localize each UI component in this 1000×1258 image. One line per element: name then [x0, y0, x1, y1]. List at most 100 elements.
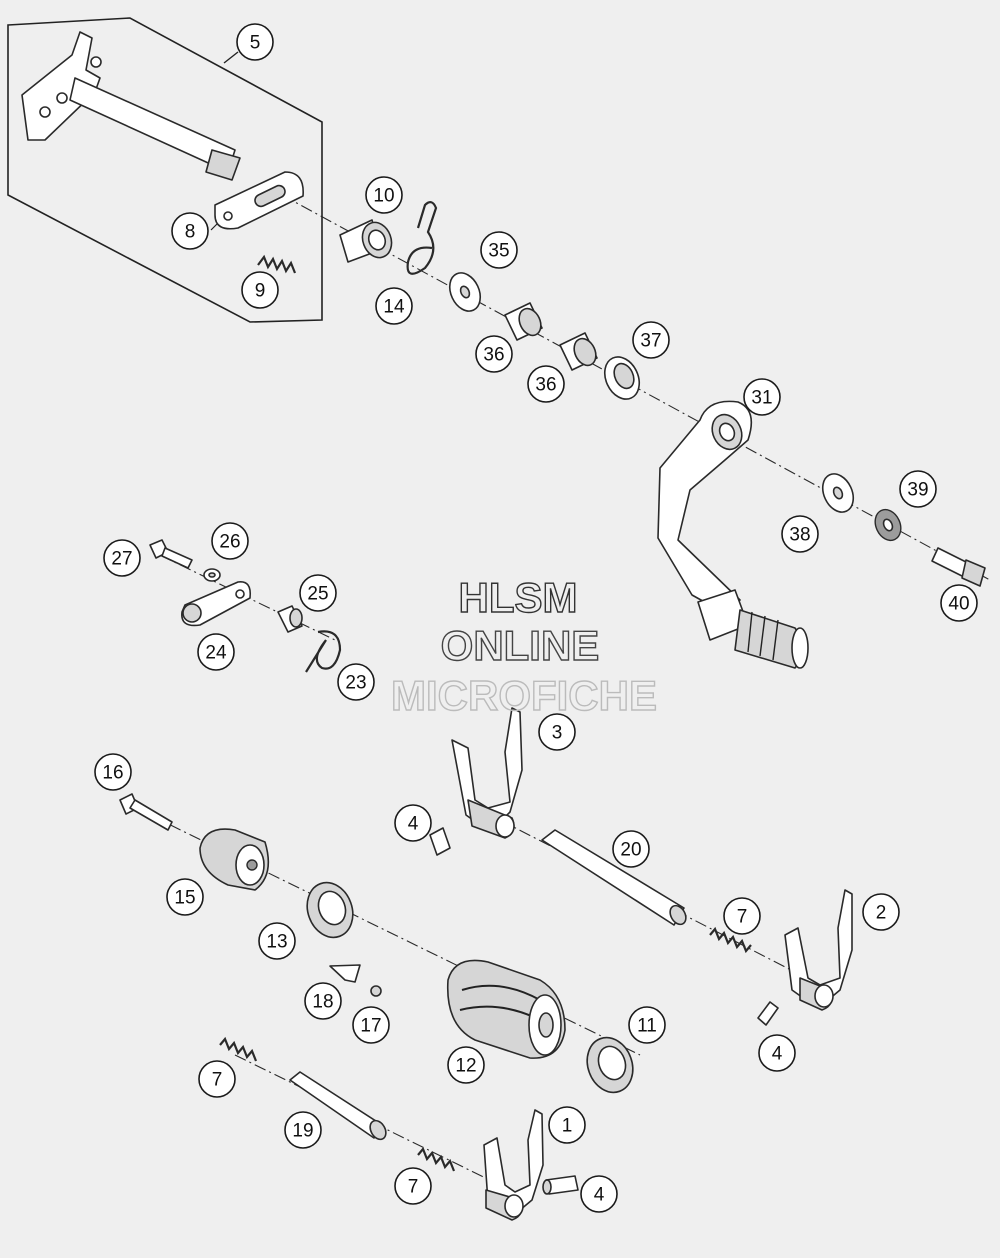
small-spring-part: [257, 254, 297, 274]
drum-seal-right-part: [586, 1036, 634, 1094]
callout-c36a: 36: [475, 335, 513, 373]
callout-circle: [862, 893, 900, 931]
callout-number: 26: [219, 532, 240, 553]
callout-number: 7: [408, 1177, 419, 1198]
callout-c7a: 7: [723, 897, 761, 935]
callout-circle: [197, 633, 235, 671]
callout-c10: 10: [365, 176, 403, 214]
fork-rail-upper-part: [541, 829, 687, 926]
needle-bearing-part: [504, 302, 598, 371]
callout-c14: 14: [375, 287, 413, 325]
callout-c4b: 4: [758, 1034, 796, 1072]
callout-number: 4: [772, 1044, 783, 1065]
callout-c26: 26: [211, 522, 249, 560]
callout-circle: [365, 176, 403, 214]
callout-circle: [899, 470, 937, 508]
spring-upper-part: [709, 926, 752, 954]
leader-5: [223, 51, 239, 64]
callout-c31: 31: [743, 378, 781, 416]
detent-spring-part: [305, 630, 342, 673]
callout-number: 4: [594, 1185, 605, 1206]
detent-lever-part: [181, 581, 252, 627]
callout-circle: [743, 378, 781, 416]
callout-c25: 25: [299, 574, 337, 612]
callout-c5: 5: [236, 23, 274, 61]
callout-number: 11: [637, 1016, 657, 1037]
callout-c23: 23: [337, 663, 375, 701]
lever-bolt-part: [931, 547, 986, 587]
detent-washer-part: [203, 568, 221, 582]
callout-layer: 5891014353636373139384027262524233164201…: [94, 23, 978, 1213]
fork-rail-lower-part: [289, 1071, 387, 1141]
callout-circle: [527, 365, 565, 403]
watermark-line-1: HLSM: [459, 574, 578, 621]
callout-circle: [299, 574, 337, 612]
callout-number: 24: [205, 643, 227, 664]
lock-washer-part: [874, 508, 902, 542]
callout-circle: [548, 1106, 586, 1144]
callout-circle: [394, 804, 432, 842]
callout-number: 10: [373, 186, 394, 207]
callout-circle: [447, 1046, 485, 1084]
callout-circle: [758, 1034, 796, 1072]
callout-number: 2: [876, 903, 887, 924]
callout-number: 18: [312, 992, 333, 1013]
callout-c4a: 4: [394, 804, 432, 842]
return-spring-part: [406, 201, 438, 275]
roller-pin-lower-part: [542, 1175, 579, 1195]
callout-circle: [375, 287, 413, 325]
callout-circle: [612, 830, 650, 868]
watermark-line-3: MICROFICHE: [391, 672, 657, 719]
callout-number: 20: [620, 840, 641, 861]
callout-c20: 20: [612, 830, 650, 868]
callout-c7c: 7: [394, 1167, 432, 1205]
kit-outline: [7, 17, 323, 323]
callout-c2: 2: [862, 893, 900, 931]
spring-left-part: [219, 1036, 258, 1062]
callout-circle: [284, 1111, 322, 1149]
callout-c37: 37: [632, 321, 670, 359]
callout-number: 27: [111, 549, 132, 570]
callout-circle: [538, 713, 576, 751]
callout-circle: [480, 231, 518, 269]
drum-seal-part: [306, 881, 354, 939]
callout-c24: 24: [197, 633, 235, 671]
callout-c36b: 36: [527, 365, 565, 403]
callout-circle: [337, 663, 375, 701]
callout-number: 35: [488, 241, 509, 262]
callout-circle: [171, 212, 209, 250]
shift-shaft-part: [21, 31, 241, 181]
callout-circle: [475, 335, 513, 373]
callout-number: 7: [737, 907, 748, 928]
callout-c3: 3: [538, 713, 576, 751]
detent-bolt-part: [149, 539, 193, 569]
callout-number: 37: [640, 331, 661, 352]
callout-number: 13: [266, 932, 287, 953]
callout-c7b: 7: [198, 1060, 236, 1098]
callout-circle: [304, 982, 342, 1020]
seal-ring-part: [603, 356, 641, 400]
callout-number: 31: [751, 388, 772, 409]
callout-number: 36: [535, 375, 556, 396]
callout-number: 7: [212, 1070, 223, 1091]
shift-fork-right-part: [784, 889, 853, 1011]
callout-c8: 8: [171, 212, 209, 250]
lever-washer-part: [821, 473, 855, 513]
shift-lever-part: [657, 400, 809, 669]
callout-c13: 13: [258, 922, 296, 960]
callout-circle: [258, 922, 296, 960]
callout-c4c: 4: [580, 1175, 618, 1213]
callout-circle: [723, 897, 761, 935]
callout-number: 15: [174, 888, 195, 909]
callout-c38: 38: [781, 515, 819, 553]
callout-circle: [211, 522, 249, 560]
callout-c27: 27: [103, 539, 141, 577]
callout-circle: [632, 321, 670, 359]
callout-circle: [580, 1175, 618, 1213]
callout-circle: [352, 1006, 390, 1044]
callout-c12: 12: [447, 1046, 485, 1084]
callout-number: 38: [789, 525, 810, 546]
callout-c15: 15: [166, 878, 204, 916]
callout-number: 36: [483, 345, 504, 366]
